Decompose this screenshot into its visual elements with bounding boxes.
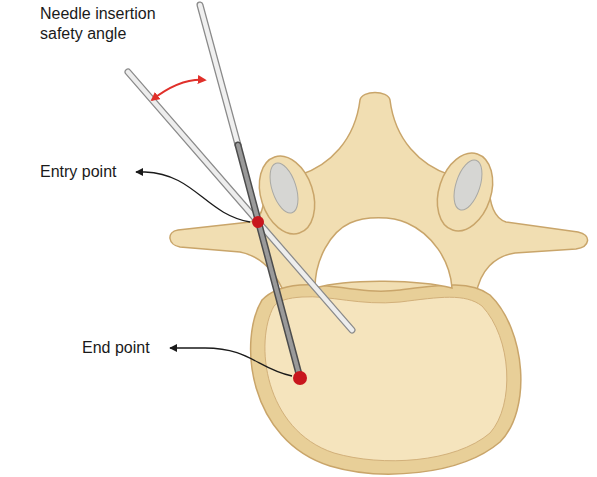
spinal-canal (315, 218, 452, 288)
needle (128, 72, 352, 330)
needle (128, 72, 352, 330)
leader-line (170, 348, 292, 376)
body-surface (265, 297, 507, 461)
end-dot (293, 371, 307, 385)
needle-shaft (238, 145, 300, 378)
text-label: Needle insertion safety angle (40, 4, 180, 44)
angle-arc (152, 80, 205, 100)
leader-line (136, 172, 250, 222)
needle-handle (200, 5, 238, 145)
text-label: End point (82, 338, 168, 358)
entry-dot (252, 216, 264, 228)
needle-shaft (238, 145, 300, 378)
vertebral-body (251, 285, 521, 474)
facet-surface (449, 157, 488, 214)
needle-handle (200, 5, 238, 145)
articular-process (428, 146, 502, 238)
facet-surface (265, 160, 304, 217)
text-label: Entry point (40, 162, 136, 182)
